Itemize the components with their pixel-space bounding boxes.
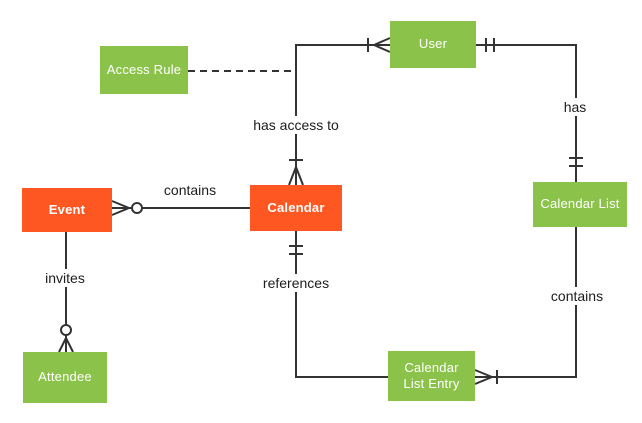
label-contains-events: contains [159,180,221,200]
label-invites: invites [41,268,89,288]
crows-foot-many-user-icon [373,37,391,53]
crows-foot-many-calendar-icon [288,166,304,186]
zero-circle-event-icon [131,202,143,214]
connector-has-access-to [288,37,391,186]
entity-calendar-list-entry-label: Calendar List Entry [403,359,460,391]
crows-foot-many-event-icon [111,200,130,216]
crows-foot-many-attendee-icon [58,337,74,353]
connector-invites [58,232,74,353]
entity-calendar-list-entry: Calendar List Entry [388,351,475,401]
label-references: references [258,273,334,293]
entity-user-label: User [418,36,448,52]
entity-event-label: Event [48,201,86,217]
entity-calendar-list-label: Calendar List [540,196,620,212]
entity-attendee-label: Attendee [38,369,92,385]
entity-calendar-list: Calendar List [533,182,627,227]
zero-circle-attendee-icon [60,324,72,336]
connector-references [289,231,388,378]
connector-contains-entries [474,227,577,385]
crows-foot-many-entry-icon [474,369,493,385]
entity-access-rule: Access Rule [100,46,188,94]
connector-has [476,38,583,182]
entity-attendee: Attendee [23,352,107,403]
entity-user: User [390,21,476,68]
entity-event: Event [22,188,112,232]
label-contains-entries: contains [546,286,608,306]
connector-contains-event [111,200,250,216]
label-has-access-to: has access to [249,115,343,135]
entity-access-rule-label: Access Rule [106,61,182,77]
label-has: has [559,97,591,117]
entity-calendar-label: Calendar [267,199,325,215]
entity-calendar: Calendar [250,185,342,231]
